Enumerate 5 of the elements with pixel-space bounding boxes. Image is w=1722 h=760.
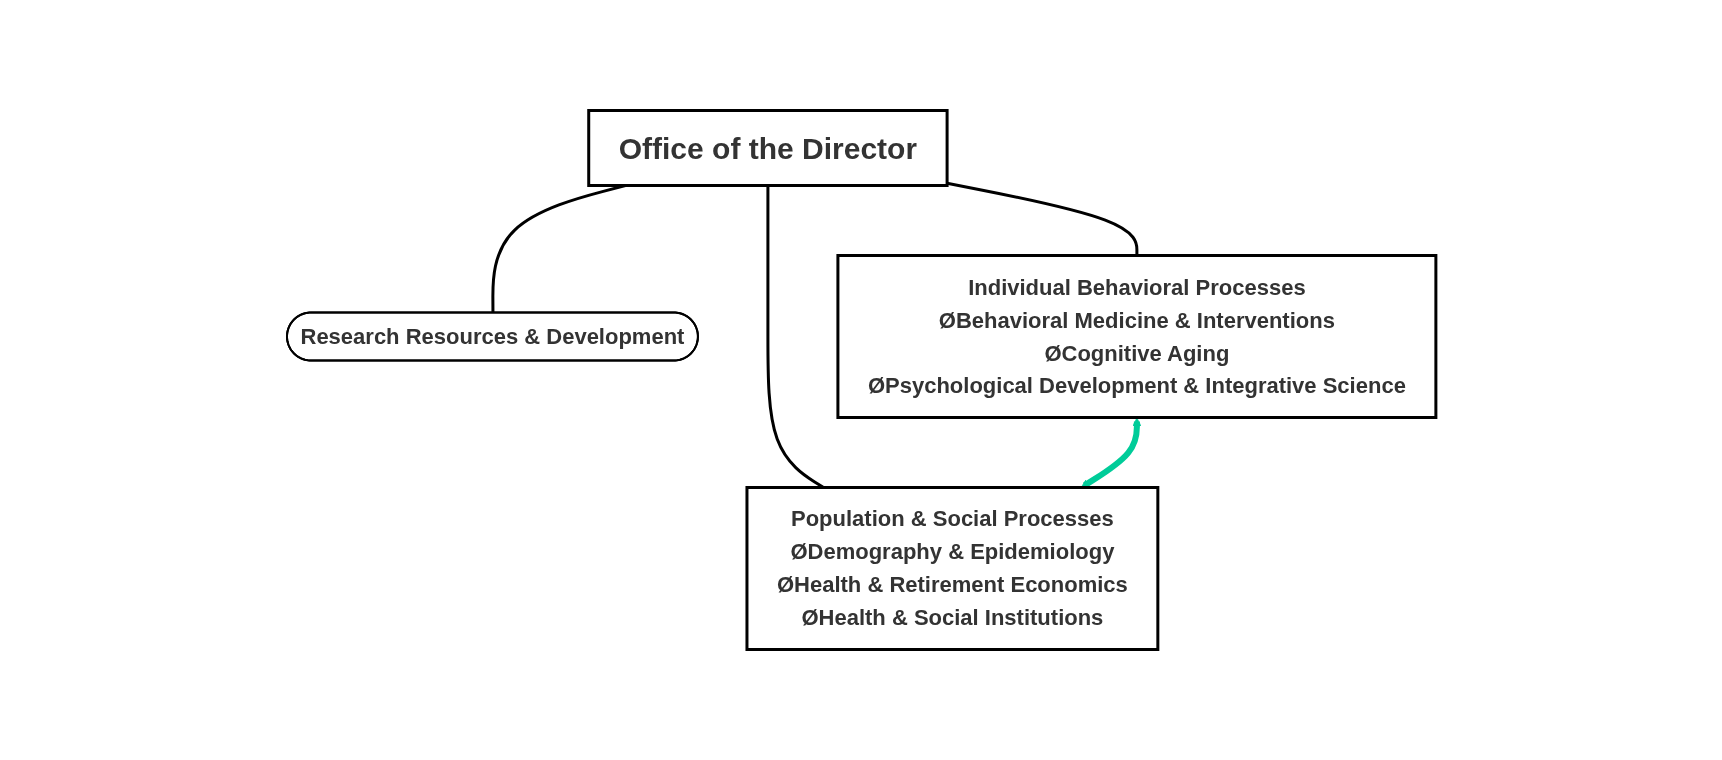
- connector: [946, 181, 1138, 256]
- node-box: Individual Behavioral Processes ØBehavioral Medicine & Interventions ØCognitive Aging ØPsychological Development & Integrative Science: [835, 254, 1437, 419]
- node-box: Office of the Director: [586, 109, 949, 187]
- node-box: Population & Social Processes ØDemography & Epidemiology ØHealth & Retirement Economics ØHealth & Social Institutions: [745, 486, 1159, 651]
- arrow: [1080, 417, 1141, 488]
